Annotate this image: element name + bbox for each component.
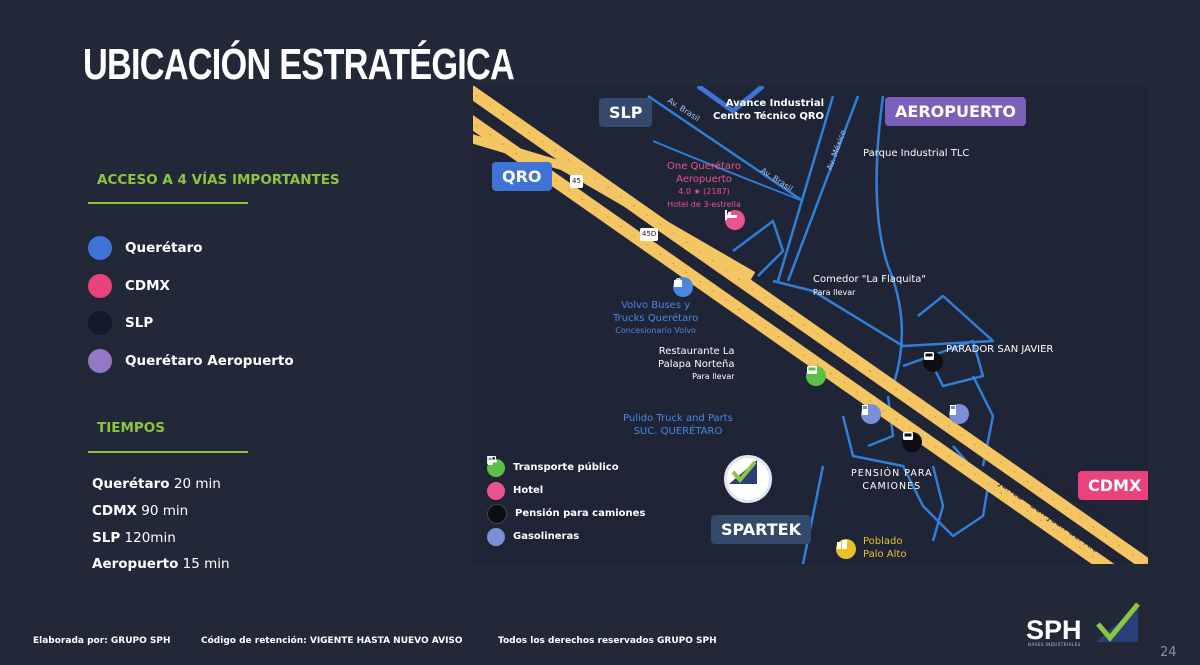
truck-legend-icon (487, 456, 507, 524)
access-item-slp: SLP (88, 311, 153, 335)
road-poblado (931, 465, 945, 542)
road-hotel-loop (732, 219, 785, 277)
road-av-mexico-1 (776, 95, 835, 282)
location-map[interactable]: Av. Brasil Av. Brasil Av. México 45 45D … (473, 86, 1148, 564)
hotel-icon[interactable] (725, 210, 745, 230)
spartek-logo-icon (724, 455, 772, 503)
gas-station-icon-2[interactable] (949, 404, 969, 424)
truck-parking-icon-2[interactable] (902, 432, 922, 452)
queretaro-dot (88, 236, 112, 260)
poi-parque-tlc: Parque Industrial TLC (863, 148, 970, 159)
map-legend-item-hotel: Hotel (487, 456, 645, 502)
truck-parking-icon-1[interactable] (923, 352, 943, 372)
time-row-aeropuerto: Aeropuerto 15 min (92, 556, 230, 572)
gas-station-icon-1[interactable] (861, 404, 881, 424)
sph-logo: SPH NAVES INDUSTRIALES (1026, 602, 1141, 648)
bus-stop-icon[interactable] (806, 366, 826, 386)
access-item-queretaro: Querétaro (88, 236, 203, 260)
footer-elaborated: Elaborada por: GRUPO SPH (33, 636, 171, 646)
page-title: UBICACIÓN ESTRATÉGICA (83, 40, 515, 89)
aeropuerto-dot (88, 349, 112, 373)
page-number: 24 (1160, 645, 1177, 660)
road-av-brasil (647, 94, 804, 203)
map-legend-item-transporte: Transporte público (487, 456, 645, 479)
footer-rights: Todos los derechos reservados GRUPO SPH (498, 636, 717, 646)
time-row-queretaro: Querétaro 20 min (92, 476, 221, 492)
pill-slp: SLP (599, 98, 653, 127)
sph-check-icon (1096, 602, 1140, 642)
map-legend-item-gasolineras: Gasolineras (487, 457, 645, 548)
pill-cdmx: CDMX (1078, 471, 1148, 500)
map-roads (473, 86, 1148, 564)
slp-dot (88, 311, 112, 335)
time-row-cdmx: CDMX 90 min (92, 503, 189, 519)
hotel-legend-icon (487, 456, 505, 500)
map-legend-item-pension: Pensión para camiones (487, 456, 645, 525)
cdmx-dot (88, 274, 112, 298)
times-heading: TIEMPOS (97, 420, 165, 436)
times-divider (88, 451, 248, 453)
access-divider (88, 202, 248, 204)
road-parador (902, 339, 985, 388)
access-item-cdmx: CDMX (88, 274, 170, 298)
road-shield-45: 45 (570, 175, 583, 188)
footer-retention: Código de retención: VIGENTE HASTA NUEVO… (201, 636, 463, 646)
pill-qro: QRO (492, 162, 552, 191)
map-legend: Transporte público Hotel Pensión para ca… (487, 456, 645, 548)
pill-spartek: SPARTEK (711, 515, 812, 544)
road-av-mexico-2 (786, 95, 860, 282)
volvo-shop-icon[interactable] (673, 277, 693, 297)
poi-comedor-flaquita: Comedor "La Flaquita"Para llevar (813, 274, 926, 297)
time-row-slp: SLP 120min (92, 530, 176, 546)
poi-parador-san-javier: PARADOR SAN JAVIER (946, 344, 1054, 355)
road-south (801, 465, 825, 564)
pill-aeropuerto: AEROPUERTO (885, 97, 1026, 126)
poblado-icon[interactable] (836, 539, 856, 559)
highway-jurica (473, 115, 1115, 564)
highway-tuxpan (473, 86, 1148, 564)
road-slp-top (696, 86, 765, 114)
gas-legend-icon (487, 457, 505, 546)
road-shield-45d: 45D (640, 228, 659, 241)
access-item-aeropuerto: Querétaro Aeropuerto (88, 349, 294, 373)
highway-45 (473, 134, 756, 280)
road-av-brasil-2 (652, 140, 804, 202)
access-heading: ACCESO A 4 VÍAS IMPORTANTES (97, 172, 340, 188)
road-comedor (772, 279, 995, 348)
